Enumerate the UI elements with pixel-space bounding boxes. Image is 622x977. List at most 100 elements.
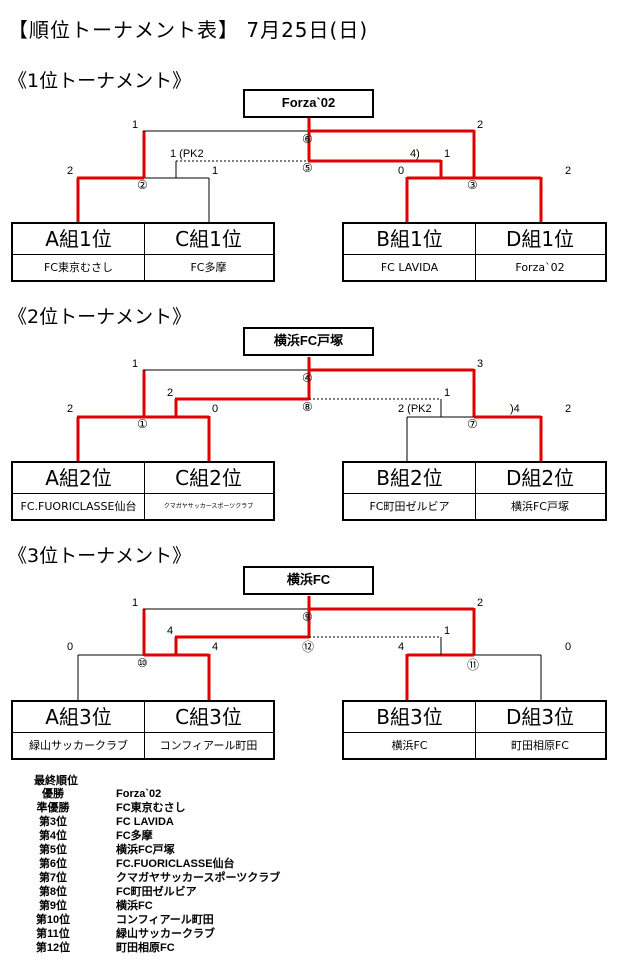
rank-position: 第5位 xyxy=(38,844,68,856)
ranking-heading: 最終順位 xyxy=(34,775,78,787)
rank-team: コンフィアール町田 xyxy=(116,914,214,926)
team-name: 緑山サッカークラブ xyxy=(29,739,128,752)
team-name: FC.FUORICLASSE仙台 xyxy=(20,500,137,513)
team-name: Forza`02 xyxy=(515,261,565,274)
score-d2: 2 xyxy=(565,403,572,415)
group-label: A組2位 xyxy=(13,463,144,494)
group-label: B組2位 xyxy=(344,463,475,494)
score-third-right: 1 xyxy=(444,387,451,399)
team-group-left-3rd: A組3位 C組3位 緑山サッカークラブ コンフィアール町田 xyxy=(11,700,275,760)
match-mark-sf-right: ⑪ xyxy=(467,658,480,672)
bracket-2nd xyxy=(76,357,543,461)
rank-position: 第3位 xyxy=(38,816,68,828)
score-b: 4 xyxy=(398,641,405,653)
rank-position: 第10位 xyxy=(35,914,71,926)
team-name: コンフィアール町田 xyxy=(159,739,258,752)
group-label: D組3位 xyxy=(475,702,605,733)
score-sf-left: 1 xyxy=(132,119,139,131)
winner-box-3rd: 横浜FC xyxy=(243,566,374,595)
score-third-right: 1 xyxy=(444,625,451,637)
bracket-3rd xyxy=(77,596,542,700)
team-group-left-2nd: A組2位 C組2位 FC.FUORICLASSE仙台 クマガヤサッカースポーツク… xyxy=(11,461,275,521)
team-group-right-3rd: B組3位 D組3位 横浜FC 町田相原FC xyxy=(342,700,607,760)
score-a: 0 xyxy=(67,641,74,653)
score-a: 2 xyxy=(67,403,74,415)
rank-team: 横浜FC戸塚 xyxy=(116,844,175,856)
rank-position: 第7位 xyxy=(38,872,68,884)
rank-team: FC町田ゼルビア xyxy=(116,886,197,898)
match-mark-final: ⑥ xyxy=(302,132,313,146)
winner-box-2nd: 横浜FC戸塚 xyxy=(243,327,374,356)
rank-team: FC多摩 xyxy=(116,830,153,842)
score-third-left: 1 (PK2 xyxy=(170,148,204,160)
score-sf-right: 2 xyxy=(477,597,484,609)
match-mark-sf-left: ① xyxy=(137,417,148,431)
match-mark-sf-right: ⑦ xyxy=(467,417,478,431)
score-b: 2 (PK2 xyxy=(398,403,432,415)
team-name: 横浜FC xyxy=(391,739,428,752)
score-d: )4 xyxy=(510,403,520,415)
match-mark-third: ⑧ xyxy=(302,400,313,414)
rank-position: 第6位 xyxy=(38,858,68,870)
match-mark-final: ④ xyxy=(302,371,313,385)
rank-position: 優勝 xyxy=(42,788,64,800)
group-label: A組3位 xyxy=(13,702,144,733)
group-label: D組2位 xyxy=(475,463,605,494)
team-name: クマガヤサッカースポーツクラブ xyxy=(163,503,254,510)
match-mark-sf-right: ③ xyxy=(467,178,478,192)
group-label: C組1位 xyxy=(144,224,273,255)
team-name: FC多摩 xyxy=(190,261,227,274)
group-label: D組1位 xyxy=(475,224,605,255)
cell-divider xyxy=(475,224,476,280)
team-group-left-1st: A組1位 C組1位 FC東京むさし FC多摩 xyxy=(11,222,275,282)
team-name: 町田相原FC xyxy=(510,739,569,752)
rank-team: FC LAVIDA xyxy=(116,816,174,828)
winner-box-1st: Forza`02 xyxy=(243,89,374,118)
score-third-right: 4) xyxy=(410,148,420,160)
score-b: 0 xyxy=(398,165,405,177)
score-d: 2 xyxy=(565,165,572,177)
cell-divider xyxy=(475,463,476,519)
match-mark-sf-left: ⑩ xyxy=(137,656,148,670)
section-heading-2nd: 《2位トーナメント》 xyxy=(8,306,192,328)
score-a: 2 xyxy=(67,165,74,177)
rank-position: 第9位 xyxy=(38,900,68,912)
score-sf-right: 3 xyxy=(477,358,484,370)
rank-team: FC.FUORICLASSE仙台 xyxy=(116,858,235,870)
bracket-1st xyxy=(76,118,543,222)
cell-divider xyxy=(144,224,145,280)
rank-position: 第4位 xyxy=(38,830,68,842)
group-label: B組3位 xyxy=(344,702,475,733)
score-sf-right: 2 xyxy=(477,119,484,131)
rank-team: FC東京むさし xyxy=(116,802,186,814)
rank-team: 町田相原FC xyxy=(116,942,175,954)
team-name: 横浜FC戸塚 xyxy=(510,500,569,513)
rank-team: 横浜FC xyxy=(116,900,153,912)
match-mark-third: ⑤ xyxy=(302,161,313,175)
section-heading-1st: 《1位トーナメント》 xyxy=(8,70,192,92)
team-group-right-2nd: B組2位 D組2位 FC町田ゼルビア 横浜FC戸塚 xyxy=(342,461,607,521)
score-third-left: 2 xyxy=(167,387,174,399)
group-label: B組1位 xyxy=(344,224,475,255)
rank-position: 第11位 xyxy=(36,928,70,940)
match-mark-final: ⑨ xyxy=(302,610,313,624)
score-sf-left: 1 xyxy=(132,358,139,370)
team-group-right-1st: B組1位 D組1位 FC LAVIDA Forza`02 xyxy=(342,222,607,282)
group-label: C組3位 xyxy=(144,702,273,733)
score-third-right2: 1 xyxy=(444,148,451,160)
score-c: 4 xyxy=(212,641,219,653)
team-name: FC東京むさし xyxy=(43,261,113,274)
cell-divider xyxy=(475,702,476,758)
team-name: FC町田ゼルビア xyxy=(369,500,450,513)
rank-team: クマガヤサッカースポーツクラブ xyxy=(116,872,281,884)
rank-team: Forza`02 xyxy=(116,788,162,800)
score-sf-left: 1 xyxy=(132,597,139,609)
group-label: C組2位 xyxy=(144,463,273,494)
group-label: A組1位 xyxy=(13,224,144,255)
rank-position: 第8位 xyxy=(38,886,68,898)
score-third-left: 4 xyxy=(167,625,174,637)
score-c: 1 xyxy=(212,165,219,177)
section-heading-3rd: 《3位トーナメント》 xyxy=(8,545,192,567)
cell-divider xyxy=(144,702,145,758)
